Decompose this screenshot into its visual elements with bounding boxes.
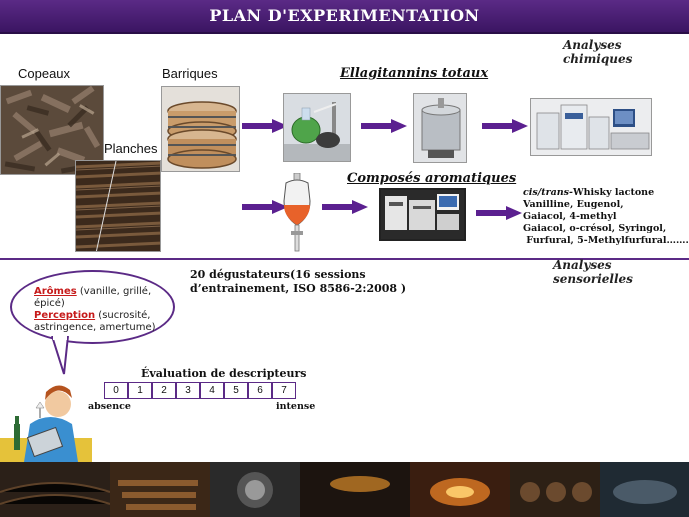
aromes-line-2: épicé) [34,298,65,309]
descriptor-scale: 0 1 2 3 4 5 6 7 [104,382,296,399]
tasters-line-1: 20 dégustateurs(16 sessions [190,268,366,281]
scale-low-label: absence [88,401,131,412]
scale-box: 3 [176,382,200,399]
scale-box: 6 [248,382,272,399]
perception-desc: (sucrosité, [95,310,151,321]
vessel-illustration [414,94,466,162]
compound-line: cis/trans-Whisky lactone [523,187,655,198]
cellar-photo-strip [0,462,689,517]
hplc-illustration [531,99,651,155]
perception-line-2: astringence, amertume) [34,322,156,333]
scale-box: 2 [152,382,176,399]
perception-line: Perception (sucrosité, [34,310,164,322]
gcms-illustration [381,190,464,239]
aromes-key: Arômes [34,286,77,297]
arrow-right-icon [476,206,522,220]
scale-box: 1 [128,382,152,399]
evaluation-title: Évaluation de descripteurs [141,367,307,380]
ellagitannins-heading: Ellagitannins totaux [340,66,489,81]
decorative-photo-strip [0,462,689,517]
compound-line: Gaiacol, 4-methyl [523,211,617,222]
scale-box: 5 [224,382,248,399]
extraction-flask-image [283,93,351,162]
gc-ms-instrument-image [379,188,466,241]
wood-chips-illustration [1,86,103,174]
barrels-image [161,86,240,172]
arrow-right-icon [361,119,407,133]
speech-bubble [10,270,175,344]
wood-planks-image [75,160,161,252]
scale-high-label: intense [276,401,316,412]
arrow-right-icon [322,200,368,214]
arrow-right-icon [482,119,528,133]
planches-label: Planches [104,141,158,156]
section-divider [0,258,689,260]
tasters-description: 20 dégustateurs(16 sessions d’entraineme… [190,268,406,296]
barriques-label: Barriques [162,66,218,81]
arrow-right-icon [242,200,288,214]
wood-chips-image [0,85,104,175]
flask-illustration [284,94,350,161]
speech-bubble-text: Arômes (vanille, grillé, épicé) Percepti… [34,286,164,334]
chemical-analysis-label: Analyses chimiques [563,38,633,66]
barrels-illustration [162,87,239,171]
page-title: PLAN D'EXPERIMENTATION [209,6,480,25]
wood-planks-illustration [76,161,160,251]
extractor-vessel-image [413,93,467,163]
speech-bubble-tail [51,336,69,375]
separatory-funnel-icon [283,173,311,252]
taster-cartoon-icon [0,385,92,462]
sensory-analysis-label: Analyses sensorielles [553,258,633,286]
tasters-line-2: d’entrainement, ISO 8586-2:2008 ) [190,282,407,295]
scale-box: 4 [200,382,224,399]
aromatic-compounds-list: cis/trans-Whisky lactone Vanilline, Euge… [523,187,689,247]
aromes-line: Arômes (vanille, grillé, [34,286,164,298]
scale-box: 0 [104,382,128,399]
aromes-desc: (vanille, grillé, [76,286,152,297]
perception-key: Perception [34,310,96,321]
scale-box: 7 [272,382,296,399]
aromatics-heading: Composés aromatiques [347,171,517,186]
arrow-right-icon [242,119,288,133]
hplc-instrument-image [530,98,652,156]
compound-line: Vanilline, Eugenol, [523,199,624,210]
title-bar: PLAN D'EXPERIMENTATION [0,0,689,34]
compound-line: Gaiacol, o-crésol, Syringol, [523,223,667,234]
compound-line: Furfural, 5-Methylfurfural……. [523,235,689,246]
copeaux-label: Copeaux [18,66,71,81]
